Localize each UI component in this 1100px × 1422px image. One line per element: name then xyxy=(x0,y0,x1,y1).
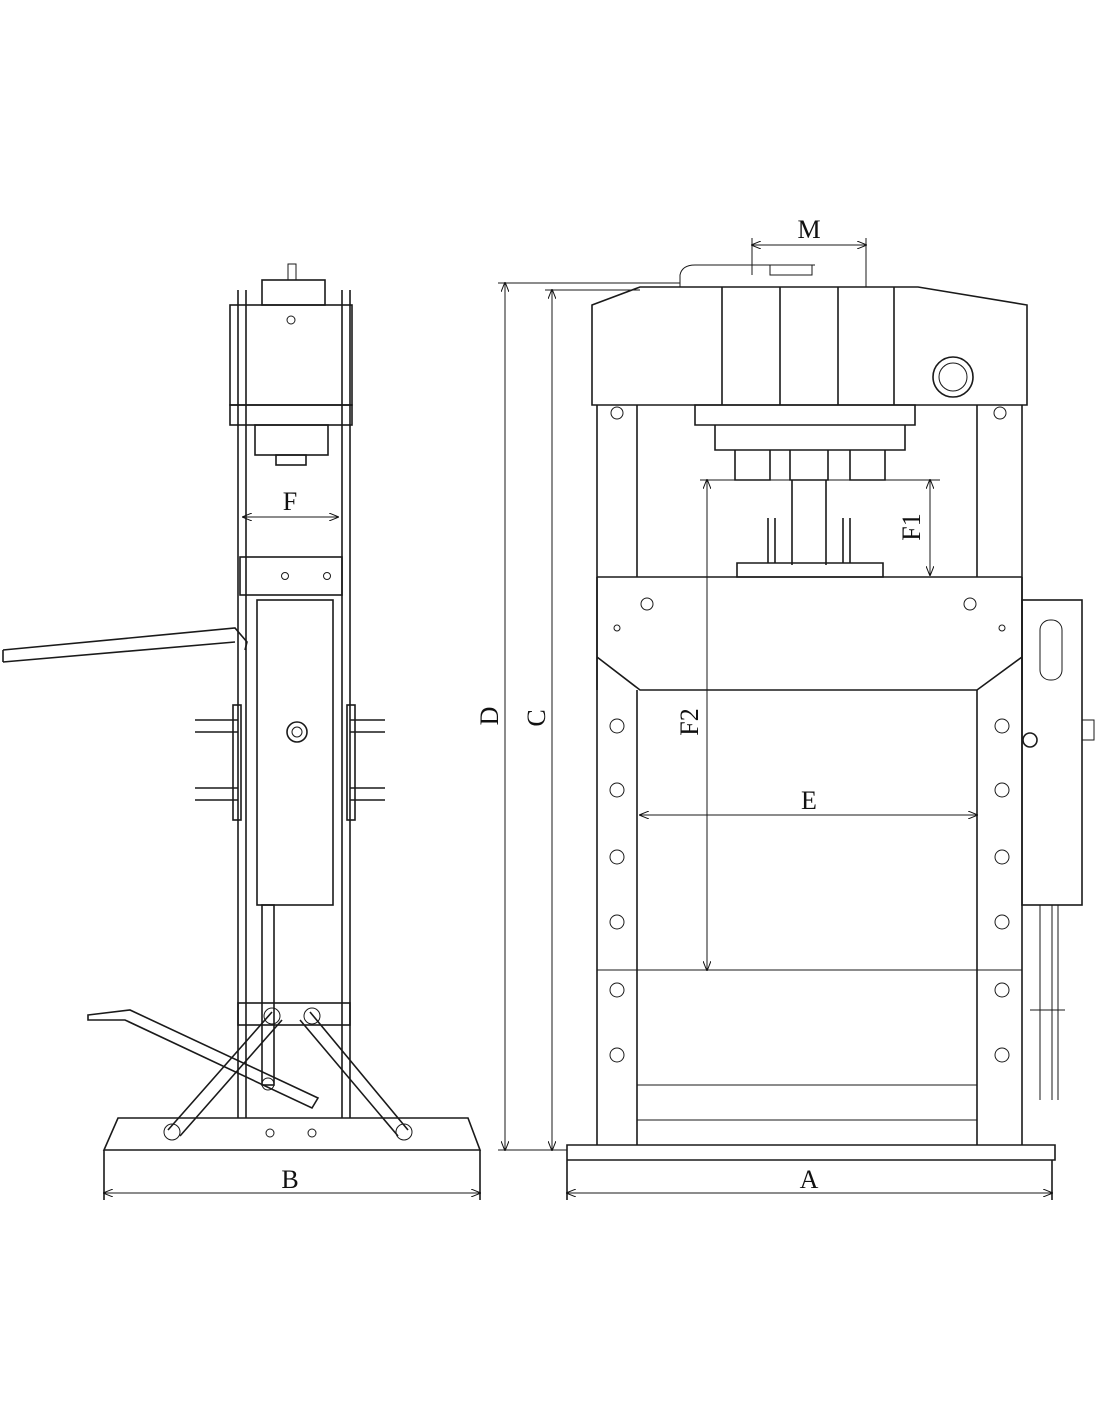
dim-label-f1: F1 xyxy=(897,513,926,540)
dim-label-d: D xyxy=(475,707,504,726)
side-cylinder-body xyxy=(229,304,353,406)
front-rams xyxy=(694,404,916,565)
side-pins xyxy=(195,719,385,801)
side-foot-pedal xyxy=(87,1009,320,1110)
side-frame-columns xyxy=(237,290,351,1118)
side-pump-box xyxy=(256,599,334,906)
front-column-holes xyxy=(609,718,1010,1063)
front-columns xyxy=(596,405,1023,1145)
dim-label-c: C xyxy=(522,709,551,726)
front-table xyxy=(596,576,1023,691)
dim-label-b: B xyxy=(281,1165,298,1194)
dim-label-a: A xyxy=(800,1165,819,1194)
dim-label-f2: F2 xyxy=(675,708,704,735)
dim-label-f: F xyxy=(283,487,297,516)
side-view: F B xyxy=(2,263,482,1200)
side-pump-rod xyxy=(261,904,275,1086)
pressure-gauge xyxy=(932,356,974,398)
front-pump-box xyxy=(1021,599,1083,906)
front-view: M D C F2 F1 E A xyxy=(475,215,1095,1200)
dim-label-m: M xyxy=(797,215,820,244)
dim-label-e: E xyxy=(801,786,817,815)
front-v-blocks xyxy=(736,518,884,578)
side-table-plate xyxy=(239,556,343,596)
side-crossbar xyxy=(229,404,353,426)
side-cylinder-top xyxy=(261,279,326,306)
side-pump-handle xyxy=(2,627,248,663)
side-linkage xyxy=(167,1011,409,1137)
front-head xyxy=(591,286,1028,406)
